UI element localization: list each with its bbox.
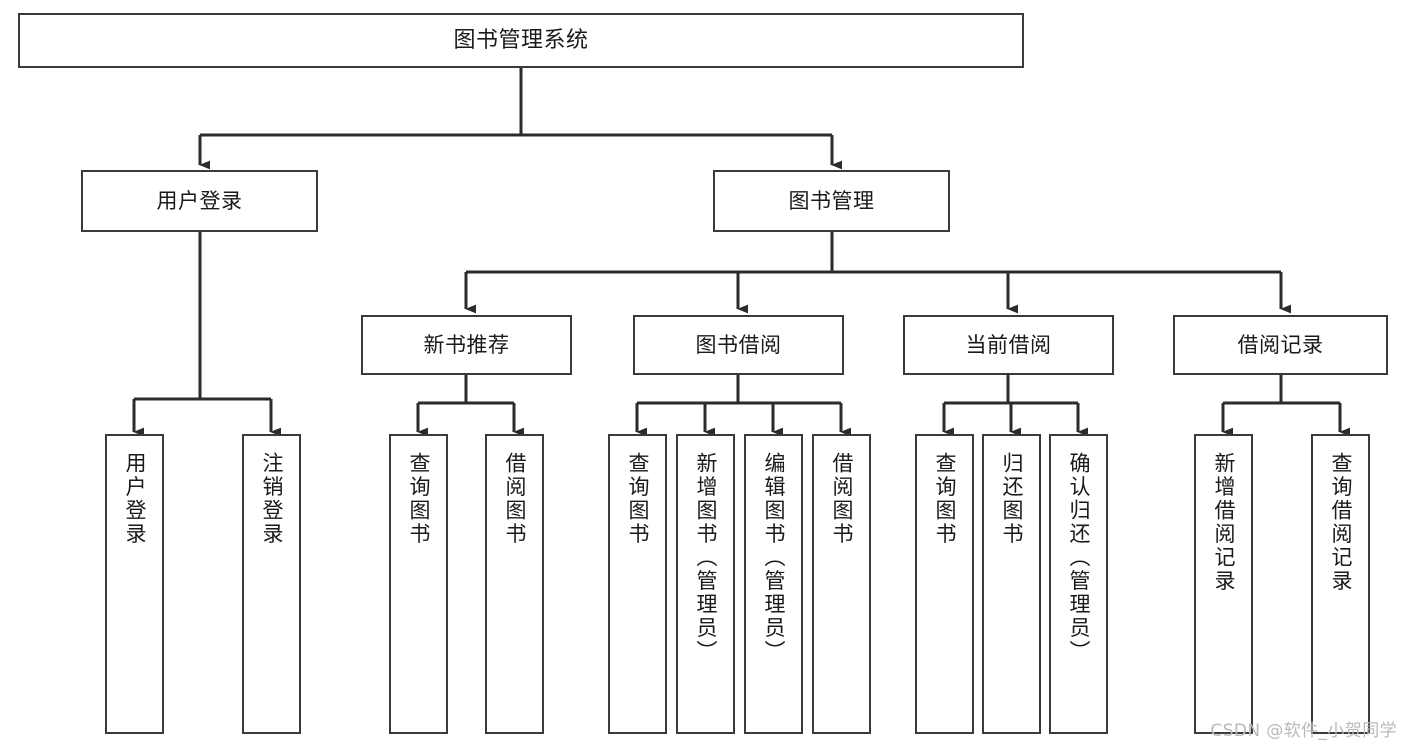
node-label: 图书管理系统 [453,27,589,53]
leaf-add-record[interactable]: 新增借阅记录 [1194,434,1253,734]
node-label: 新增图书（管理员） [694,452,718,664]
leaf-query-book-2[interactable]: 查询图书 [608,434,667,734]
leaf-logout-login[interactable]: 注销登录 [242,434,301,734]
node-borrow-record[interactable]: 借阅记录 [1173,315,1388,375]
node-label: 归还图书 [1000,452,1024,546]
node-book-manage[interactable]: 图书管理 [713,170,950,232]
leaf-query-book-1[interactable]: 查询图书 [389,434,448,734]
node-label: 借阅图书 [503,452,527,546]
node-label: 当前借阅 [965,332,1052,357]
node-book-borrow[interactable]: 图书借阅 [633,315,844,375]
node-label: 查询图书 [407,452,431,546]
leaf-borrow-book-2[interactable]: 借阅图书 [812,434,871,734]
leaf-add-book[interactable]: 新增图书（管理员） [676,434,735,734]
node-label: 用户登录 [156,188,243,213]
node-label: 用户登录 [123,452,147,546]
node-label: 借阅图书 [830,452,854,546]
leaf-borrow-book-1[interactable]: 借阅图书 [485,434,544,734]
leaf-confirm-return[interactable]: 确认归还（管理员） [1049,434,1108,734]
node-label: 图书借阅 [695,332,782,357]
leaf-edit-book[interactable]: 编辑图书（管理员） [744,434,803,734]
node-label: 查询图书 [626,452,650,546]
node-label: 编辑图书（管理员） [762,452,786,664]
node-current-borrow[interactable]: 当前借阅 [903,315,1114,375]
node-label: 新增借阅记录 [1212,452,1236,593]
node-user-login[interactable]: 用户登录 [81,170,318,232]
node-label: 确认归还（管理员） [1067,452,1091,664]
leaf-return-book[interactable]: 归还图书 [982,434,1041,734]
node-label: 查询图书 [933,452,957,546]
node-new-book-recommend[interactable]: 新书推荐 [361,315,572,375]
node-label: 注销登录 [260,452,284,546]
node-label: 图书管理 [788,188,875,213]
node-root-book-management-system[interactable]: 图书管理系统 [18,13,1024,68]
node-label: 新书推荐 [423,332,510,357]
leaf-query-book-3[interactable]: 查询图书 [915,434,974,734]
node-label: 查询借阅记录 [1329,452,1353,593]
leaf-user-login[interactable]: 用户登录 [105,434,164,734]
leaf-query-record[interactable]: 查询借阅记录 [1311,434,1370,734]
node-label: 借阅记录 [1237,332,1324,357]
